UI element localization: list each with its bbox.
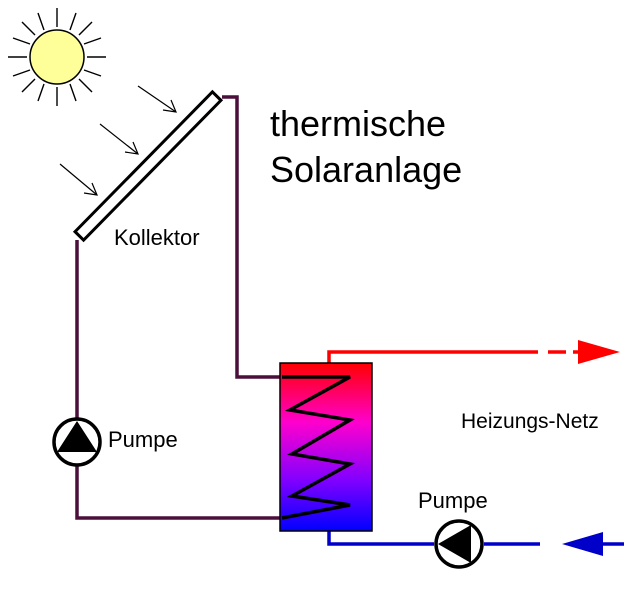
flow-arrow-icon (573, 340, 620, 364)
solar-circuit-pipe (75, 95, 282, 520)
sun-icon (8, 8, 106, 106)
pump-icon (52, 417, 102, 467)
diagram-title-line2: Solaranlage (270, 149, 463, 190)
pump-right-label: Pumpe (418, 488, 488, 513)
sun-ray-arrow-icon (59, 163, 98, 196)
solar-collector (72, 89, 224, 243)
pump-icon (434, 519, 484, 569)
pump-left-label: Pumpe (108, 427, 178, 452)
diagram-title-line1: thermische (270, 103, 447, 144)
heating-return-pipe (327, 530, 540, 546)
flow-arrow-icon (562, 532, 624, 556)
heat-exchanger-coil (281, 375, 356, 520)
storage-tank (279, 362, 373, 532)
collector-label: Kollektor (114, 225, 200, 250)
heating-supply-pipe (327, 350, 566, 365)
heating-network-label: Heizungs-Netz (461, 410, 599, 433)
sun-ray-arrow-icon (99, 123, 139, 155)
sun-ray-arrow-icon (137, 85, 177, 113)
